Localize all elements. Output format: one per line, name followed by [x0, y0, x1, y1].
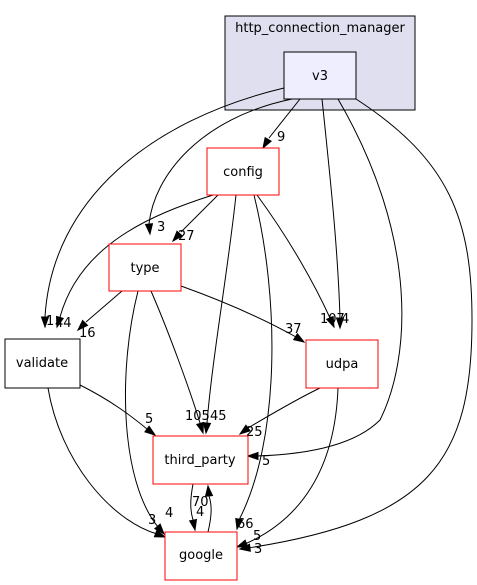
node-third-party-label: third_party	[164, 453, 235, 468]
edge-v3-to-config: 9	[262, 98, 301, 150]
edge-weight-label: 105	[185, 409, 210, 424]
edge-validate-to-google: 3	[47, 387, 167, 538]
edge-line	[255, 98, 403, 457]
edge-udpa-to-google: 5	[235, 387, 339, 548]
edge-arrowhead	[188, 518, 198, 532]
edge-arrowhead	[40, 316, 50, 329]
edge-weight-label: 4	[165, 506, 173, 521]
edge-v3-to-third-party: 5	[246, 98, 403, 469]
edge-weight-label: 4	[196, 505, 204, 520]
edge-line	[47, 387, 158, 535]
edge-weight-label: 66	[237, 517, 254, 532]
edge-arrowhead	[235, 517, 244, 531]
edge-weight-label: 3	[157, 220, 165, 235]
edge-line	[180, 285, 297, 338]
edge-weight-label: 1	[46, 314, 54, 329]
edge-arrowhead	[144, 425, 157, 436]
edge-line	[247, 98, 473, 549]
node-validate[interactable]: validate	[4, 338, 81, 389]
node-config[interactable]: config	[206, 147, 280, 196]
edge-config-to-udpa: 107	[256, 194, 345, 329]
edge-arrowhead	[204, 484, 214, 497]
edge-type-to-third-party: 105	[150, 290, 210, 435]
edge-v3-to-type: 3	[144, 98, 293, 236]
edge-weight-label: 37	[285, 322, 302, 337]
node-google[interactable]: google	[164, 531, 238, 581]
edge-weight-label: 5	[253, 529, 261, 544]
edge-weight-label: 16	[79, 326, 96, 341]
edge-arrowhead	[153, 523, 165, 536]
edge-weight-label: 3	[254, 542, 262, 557]
edge-type-to-udpa: 37	[180, 285, 306, 343]
edge-weight-label: 9	[277, 130, 285, 145]
node-type-label: type	[130, 261, 159, 276]
edge-weight-label: 25	[246, 425, 263, 440]
edge-line	[244, 387, 339, 545]
edge-arrowhead	[246, 451, 259, 461]
edge-config-to-third-party: 45	[202, 194, 237, 435]
edge-weight-label: 3	[148, 513, 156, 528]
edge-weight-label: 5	[145, 412, 153, 427]
node-config-label: config	[223, 165, 263, 180]
edge-type-to-google: 4	[125, 290, 173, 536]
edge-arrowhead	[325, 315, 335, 329]
node-v3[interactable]: v3	[283, 51, 357, 100]
edge-arrowhead	[335, 317, 345, 330]
edge-arrowhead	[235, 539, 249, 548]
edge-arrowhead	[55, 315, 65, 329]
edge-v3-to-validate: 1	[40, 87, 285, 329]
edge-type-to-validate: 16	[76, 290, 123, 341]
edge-arrowhead	[171, 230, 184, 243]
edge-arrowhead	[144, 223, 154, 236]
edge-line	[238, 194, 273, 521]
edge-config-to-type: 27	[171, 194, 219, 244]
edge-line	[247, 387, 321, 429]
edge-weight-label: 44	[55, 316, 72, 331]
edge-arrowhead	[153, 529, 167, 538]
edge-weight-label: 107	[320, 312, 345, 327]
edge-line	[180, 194, 219, 233]
edge-arrowhead	[195, 421, 205, 435]
edge-v3-to-udpa: 4	[321, 98, 349, 330]
edge-third-party-to-google: 4	[188, 483, 204, 532]
node-v3-label: v3	[312, 69, 328, 84]
edge-weight-label: 4	[341, 312, 349, 327]
node-google-label: google	[179, 548, 223, 563]
edge-line	[44, 87, 285, 318]
cluster-label: http_connection_manager	[235, 21, 405, 36]
edge-arrowhead	[202, 422, 212, 435]
edge-line	[150, 290, 201, 424]
edge-arrowhead	[76, 319, 89, 332]
node-udpa[interactable]: udpa	[305, 339, 379, 389]
edge-line	[125, 290, 159, 528]
edge-line	[207, 495, 212, 533]
edge-arrowhead	[292, 332, 306, 343]
edge-line	[85, 290, 123, 323]
edge-line	[190, 483, 194, 521]
edge-weight-label: 27	[178, 229, 195, 244]
edge-weight-label: 5	[262, 454, 270, 469]
edge-google-to-third-party: 70	[192, 484, 214, 533]
node-third-party[interactable]: third_party	[152, 435, 249, 485]
edge-validate-to-third-party: 5	[79, 384, 157, 436]
node-validate-label: validate	[16, 356, 68, 371]
edge-line	[206, 194, 237, 424]
edge-line	[268, 98, 301, 139]
edge-config-to-validate: 44	[55, 194, 214, 331]
edge-config-to-google: 66	[235, 194, 273, 532]
edge-weight-label: 45	[210, 409, 227, 424]
edge-line	[79, 384, 148, 430]
edge-line	[59, 194, 214, 318]
node-type[interactable]: type	[108, 243, 182, 292]
edge-line	[256, 194, 331, 319]
edge-arrowhead	[262, 136, 273, 150]
edge-line	[148, 98, 293, 225]
edge-weight-label: 70	[192, 495, 209, 510]
edge-arrowhead	[238, 424, 251, 435]
edge-line	[321, 98, 341, 319]
node-udpa-label: udpa	[326, 357, 359, 372]
edge-udpa-to-third-party: 25	[238, 387, 321, 440]
